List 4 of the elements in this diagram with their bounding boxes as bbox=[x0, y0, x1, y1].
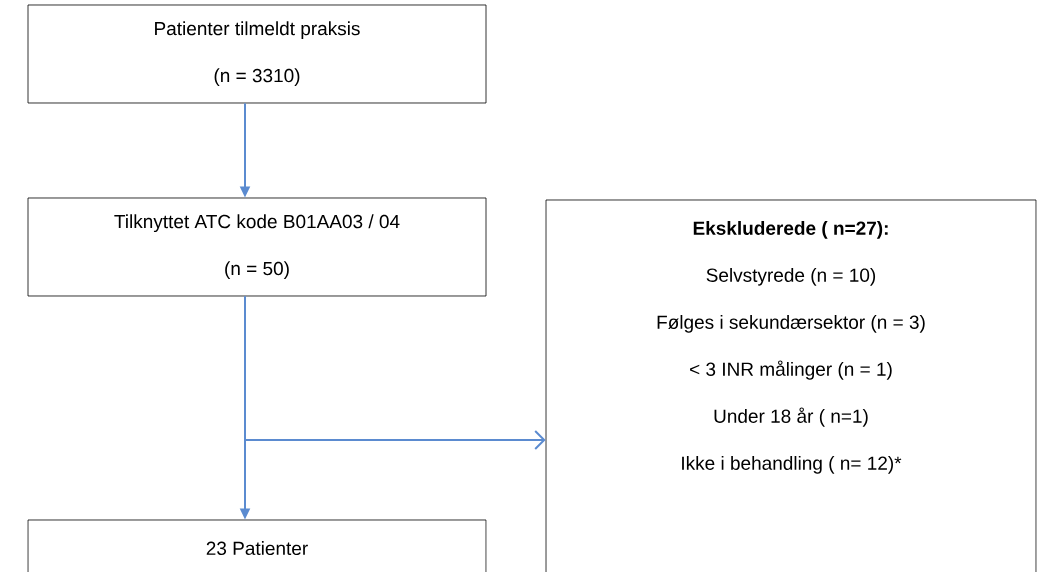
exclusion-box: Ekskluderede ( n=27): Selvstyrede (n = 10) Følges i sekundærsektor (n = 3) < 3 INR målinger (n = 1) Under 18 år ( n=1) Ikke i behandling ( n= 12)* bbox=[545, 199, 1037, 572]
process-box: Tilknyttet ATC kode B01AA03 / 04 (n = 50) bbox=[27, 197, 487, 297]
process-box: Patienter tilmeldt praksis (n = 3310) bbox=[27, 4, 487, 104]
process-box: 23 Patienter bbox=[27, 519, 487, 572]
